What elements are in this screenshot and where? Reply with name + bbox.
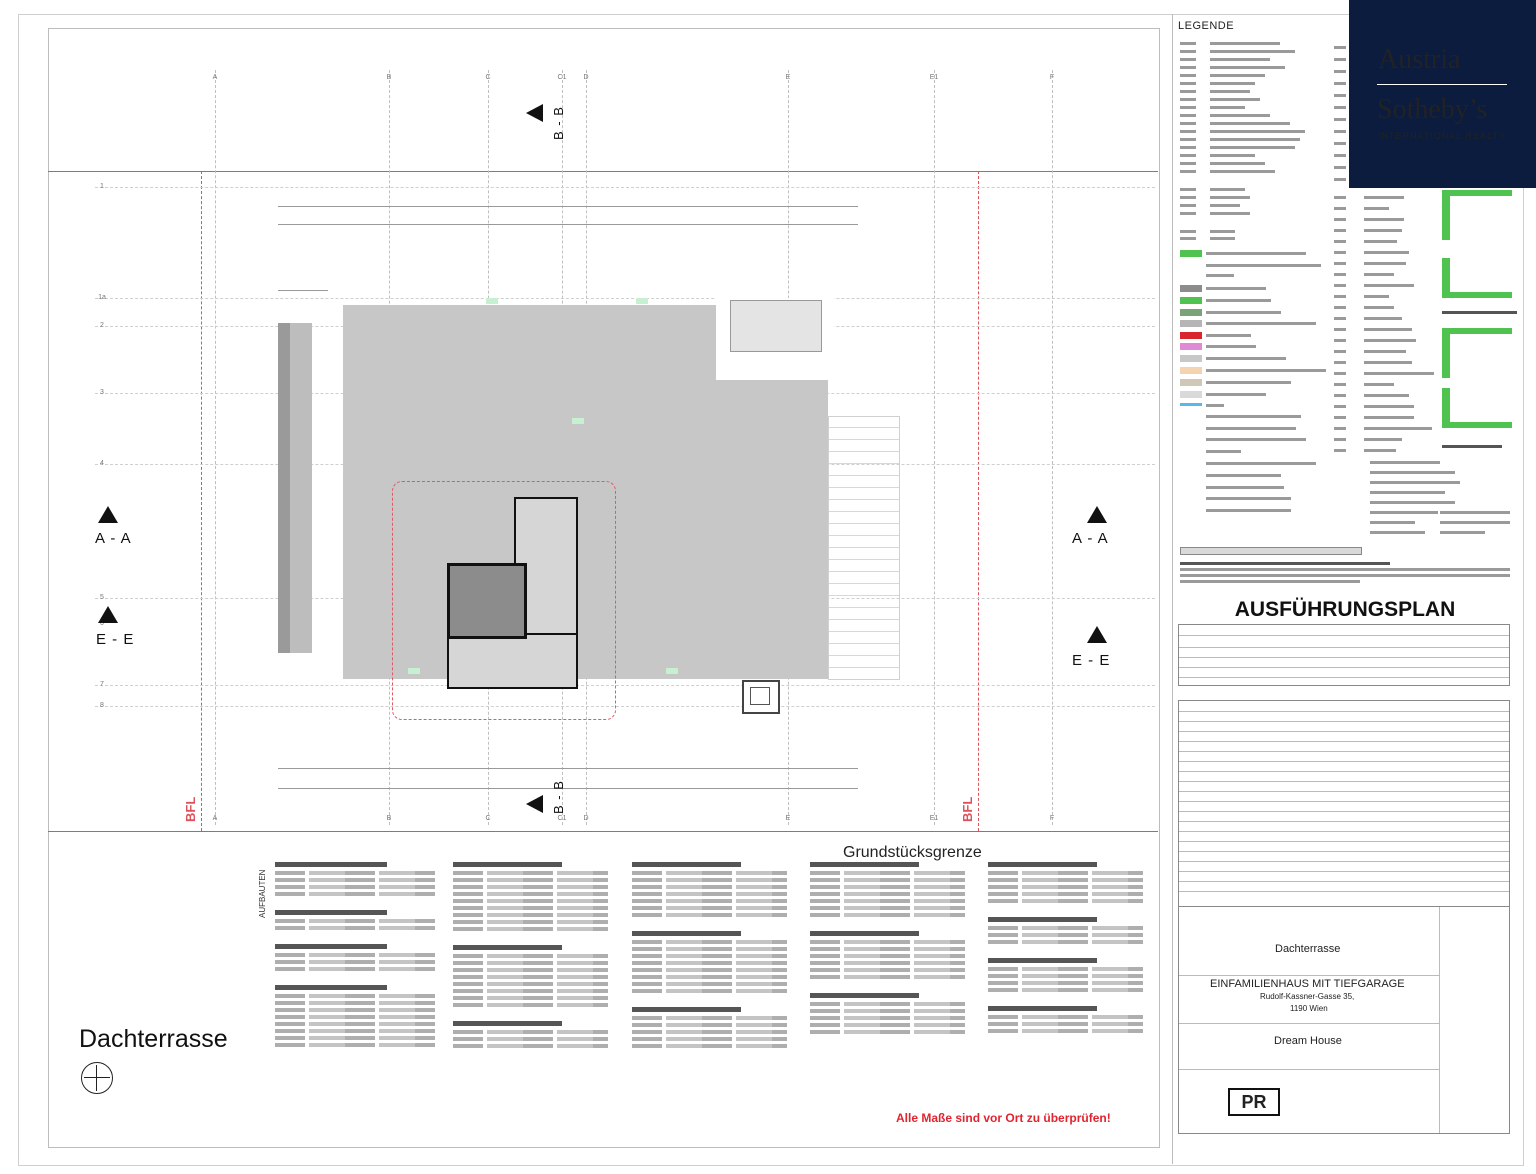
section-marker-aa-left-icon — [98, 506, 118, 523]
axis-label-left: 8 — [100, 702, 104, 709]
axis-label-left: 4 — [100, 460, 104, 467]
north-arrow-icon — [81, 1062, 113, 1094]
axis-label-bottom: A — [212, 815, 218, 822]
axis-label-left: 2 — [100, 322, 104, 329]
wooden-deck — [828, 416, 900, 680]
address-value: Rudolf-Kassner-Gasse 35, — [1260, 992, 1355, 1001]
axis-label-bottom: B — [386, 815, 392, 822]
spec-column-3 — [632, 862, 787, 1051]
bfl-line-left — [201, 171, 202, 831]
axis-label-top: D — [583, 74, 589, 81]
spec-column-2 — [453, 862, 608, 1051]
axis-label-top: E — [785, 74, 791, 81]
axis-label-top: E1 — [929, 74, 939, 81]
spec-column-1 — [275, 862, 435, 1050]
property-boundary-bottom — [48, 831, 1158, 832]
client-value: Dream House — [1274, 1035, 1342, 1047]
aufbauten-label: AUFBAUTEN — [258, 869, 267, 918]
project-value: EINFAMILIENHAUS MIT TIEFGARAGE — [1210, 978, 1405, 990]
section-label-ee-left: E - E — [96, 631, 135, 648]
axis-label-left: 6 — [100, 620, 104, 627]
logo-line-2: Sotheby’s — [1377, 94, 1488, 125]
drawing-sheet — [18, 14, 1524, 1166]
revision-table — [1178, 700, 1510, 907]
section-label-aa-left: A - A — [95, 530, 132, 547]
logo-line-3: INTERNATIONAL REALTY — [1378, 131, 1506, 141]
axis-label-bottom: D — [583, 815, 589, 822]
property-boundary-top — [48, 171, 1158, 172]
section-marker-ee-right-icon — [1087, 626, 1107, 643]
axis-label-bottom: E1 — [929, 815, 939, 822]
axis-label-bottom: E — [785, 815, 791, 822]
axis-label-top: A — [212, 74, 218, 81]
stair-core-lower — [447, 633, 578, 689]
spec-column-4 — [810, 862, 965, 1037]
city-value: 1190 Wien — [1290, 1004, 1328, 1013]
office-logo: PR — [1228, 1088, 1280, 1116]
legend-panel — [1172, 14, 1523, 1164]
skylight — [730, 300, 822, 352]
section-label-ee-right: E - E — [1072, 652, 1111, 669]
plan-frame — [48, 28, 1160, 1148]
axis-label-left: 7 — [100, 681, 104, 688]
section-marker-bb-bottom-icon — [526, 795, 543, 813]
roof-hatch — [742, 680, 780, 714]
section-label-bb-bottom: B - B — [551, 780, 566, 814]
axis-label-left: 1a — [98, 294, 106, 301]
section-marker-bb-top-icon — [526, 104, 543, 122]
section-label-aa-right: A - A — [1072, 530, 1109, 547]
title-block — [1178, 906, 1510, 1134]
axis-label-top: C — [485, 74, 491, 81]
section-label-bb-top: B - B — [551, 106, 566, 140]
property-boundary-label: Grundstücksgrenze — [843, 844, 982, 861]
axis-label-bottom: C1 — [557, 815, 567, 822]
plan-content-value: Dachterrasse — [1275, 943, 1341, 955]
setback-zone — [392, 481, 616, 720]
axis-label-top: F — [1049, 74, 1055, 81]
plan-title: Dachterrasse — [79, 1025, 228, 1053]
stairwell — [447, 563, 527, 639]
logo-rule — [1377, 84, 1507, 85]
plan-list-table — [1178, 624, 1510, 686]
axis-label-top: B — [386, 74, 392, 81]
axis-label-bottom: C — [485, 815, 491, 822]
bfl-line-right — [978, 171, 979, 831]
axis-label-top: C1 — [557, 74, 567, 81]
axis-label-left: 3 — [100, 389, 104, 396]
bfl-label-left: BFL — [183, 796, 198, 822]
section-marker-aa-right-icon — [1087, 506, 1107, 523]
sheet-type-heading: AUSFÜHRUNGSPLAN — [1234, 598, 1456, 621]
parapet-cap — [290, 323, 312, 653]
axis-label-left: 5 — [100, 594, 104, 601]
sothebys-logo — [1349, 0, 1536, 188]
spec-column-5 — [988, 862, 1143, 1036]
axis-label-bottom: F — [1049, 815, 1055, 822]
roof-hatch-inner — [750, 687, 770, 705]
reference-level-note — [1180, 547, 1362, 555]
section-marker-ee-left-icon — [98, 606, 118, 623]
axis-label-left: 1 — [100, 183, 104, 190]
bfl-label-right: BFL — [960, 796, 975, 822]
legend-title: LEGENDE — [1178, 20, 1235, 32]
logo-line-1: Austria — [1378, 44, 1461, 75]
measure-warning: Alle Maße sind vor Ort zu überprüfen! — [896, 1111, 1111, 1125]
